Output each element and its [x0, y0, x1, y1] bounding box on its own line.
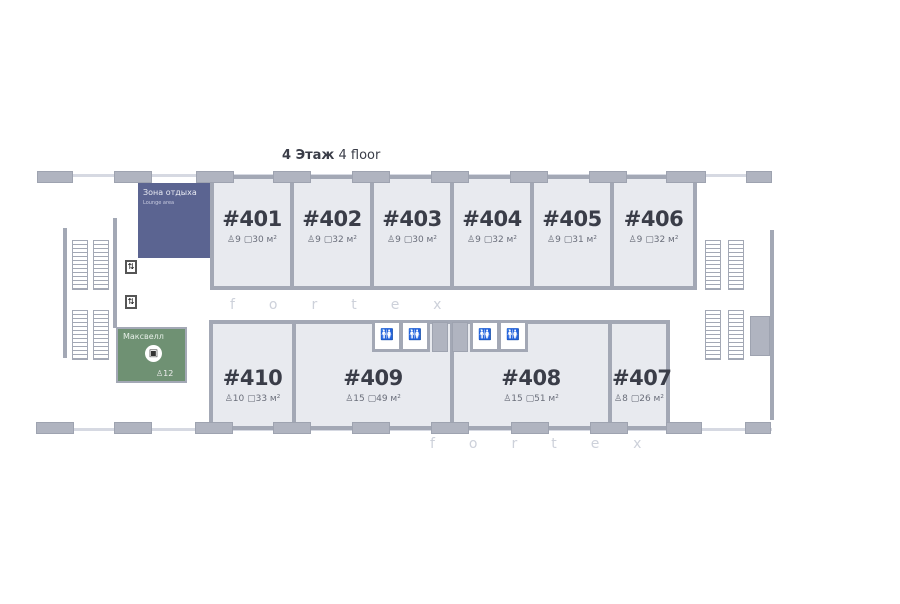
room-meta: ♙15 ▢49 м² [345, 394, 401, 404]
room-number: #409 [343, 366, 403, 390]
watermark: fortex [430, 436, 676, 452]
pillar [666, 422, 702, 434]
shaft-1 [432, 322, 448, 352]
room-meta: ♙9 ▢32 м² [628, 235, 679, 245]
pillar [431, 171, 469, 183]
room-meta: ♙9 ▢30 м² [387, 235, 437, 245]
person-icon: ♙ [156, 369, 164, 378]
shaft-right [750, 316, 770, 356]
floor-title: 4 Этаж 4 floor [282, 148, 380, 163]
room-number: #410 [222, 366, 283, 390]
room-meta: ♙9 ▢31 м² [547, 235, 597, 245]
pillar [589, 171, 627, 183]
room-meta: ♙9 ▢30 м² [227, 235, 277, 245]
pillar [273, 422, 311, 434]
room-406[interactable]: #406 ♙9 ▢32 м² [610, 175, 697, 290]
stairs-right-2 [728, 240, 744, 290]
elevator-1-icon: ⇅ [125, 260, 137, 274]
pillar [745, 422, 771, 434]
elevator-2-icon: ⇅ [125, 295, 137, 309]
pillar [746, 171, 772, 183]
pillar [36, 422, 74, 434]
lounge-area[interactable]: Зона отдыха Lounge area [138, 183, 210, 258]
pillar [431, 422, 469, 434]
room-402[interactable]: #402 ♙9 ▢32 м² [290, 175, 374, 290]
meeting-room-label: Максвелл [123, 332, 164, 341]
room-number: #404 [462, 207, 522, 231]
stairs-right-4 [728, 310, 744, 360]
pillar [590, 422, 628, 434]
room-403[interactable]: #403 ♙9 ▢30 м² [370, 175, 454, 290]
room-meta: ♙8 ▢26 м² [614, 394, 664, 404]
wc-3: 🚻 [470, 320, 500, 352]
room-number: #408 [501, 366, 561, 390]
room-number: #403 [382, 207, 442, 231]
stairs-right-3 [705, 310, 721, 360]
pillar [511, 422, 549, 434]
wc-icon: 🚻 [506, 328, 520, 341]
floor-title-ru: 4 Этаж [282, 148, 335, 163]
room-407[interactable]: #407 ♙8 ▢26 м² [608, 320, 672, 430]
room-number: #407 [612, 366, 672, 390]
presentation-icon: ▣ [145, 345, 162, 362]
stairs-left-2 [93, 240, 109, 290]
room-410[interactable]: #410 ♙10 ▢33 м² [209, 320, 296, 430]
room-meta: ♙10 ▢33 м² [224, 394, 281, 404]
pillar [510, 171, 548, 183]
pillar [352, 171, 390, 183]
stair-wall-right [770, 230, 774, 420]
room-number: #406 [623, 207, 684, 231]
wc-icon: 🚻 [478, 328, 492, 341]
room-401[interactable]: #401 ♙9 ▢30 м² [210, 175, 294, 290]
stairs-right-1 [705, 240, 721, 290]
floor-title-en: 4 floor [338, 148, 381, 163]
core-wall [113, 218, 117, 328]
wc-1: 🚻 [372, 320, 402, 352]
wc-2: 🚻 [400, 320, 430, 352]
room-405[interactable]: #405 ♙9 ▢31 м² [530, 175, 614, 290]
stair-wall-left [63, 228, 67, 358]
stairs-left-1 [72, 240, 88, 290]
room-number: #405 [542, 207, 602, 231]
room-number: #401 [222, 207, 282, 231]
room-meta: ♙9 ▢32 м² [307, 235, 357, 245]
stairs-left-3 [72, 310, 88, 360]
pillar [352, 422, 390, 434]
room-404[interactable]: #404 ♙9 ▢32 м² [450, 175, 534, 290]
meeting-room-maxwell[interactable]: Максвелл ▣ ♙12 [116, 327, 187, 383]
meeting-capacity: ♙12 [156, 369, 173, 379]
wc-4: 🚻 [498, 320, 528, 352]
watermark: fortex [230, 297, 476, 313]
pillar [114, 171, 152, 183]
room-meta: ♙9 ▢32 м² [467, 235, 517, 245]
pillar [195, 422, 233, 434]
room-meta: ♙15 ▢51 м² [503, 394, 559, 404]
pillar [273, 171, 311, 183]
pillar [666, 171, 706, 183]
wc-icon: 🚻 [380, 328, 394, 341]
room-number: #402 [302, 207, 362, 231]
wc-icon: 🚻 [408, 328, 422, 341]
lounge-sublabel: Lounge area [143, 200, 175, 206]
capacity-value: 12 [163, 369, 174, 378]
pillar [37, 171, 73, 183]
pillar [196, 171, 234, 183]
stairs-left-4 [93, 310, 109, 360]
shaft-2 [452, 322, 468, 352]
lounge-label: Зона отдыха [143, 188, 197, 197]
pillar [114, 422, 152, 434]
